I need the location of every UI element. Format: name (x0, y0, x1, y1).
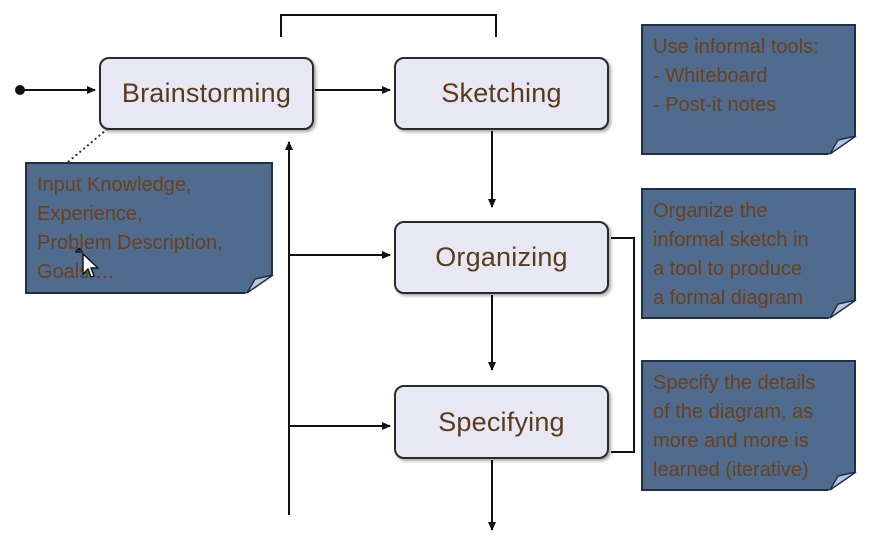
specifying-box: Specifying (394, 385, 609, 459)
specify-note: Specify the details of the diagram, as m… (641, 360, 856, 491)
note-line: of the diagram, as (653, 401, 814, 423)
note-line: learned (iterative) (653, 459, 809, 481)
note-line: Specify the details (653, 372, 816, 394)
top-bracket (280, 14, 497, 37)
move-cursor-icon (75, 247, 99, 278)
note-fold-corner (829, 135, 857, 155)
note-line: Organize the (653, 200, 768, 222)
input-knowledge-note: Input Knowledge, Experience, Problem Des… (25, 162, 273, 294)
specifying-label: Specifying (438, 406, 565, 437)
note-line: Problem Description, (37, 232, 223, 254)
note-line: more and more is (653, 430, 809, 452)
sketching-box: Sketching (394, 57, 609, 130)
note-line: Input Knowledge, (37, 174, 192, 196)
sketching-label: Sketching (441, 78, 562, 108)
informal-tools-note: Use informal tools: - Whiteboard - Post-… (641, 24, 856, 155)
note-line: informal sketch in (653, 229, 809, 251)
right-bracket (611, 237, 635, 453)
note-line: - Post-it notes (653, 94, 777, 116)
organizing-box: Organizing (394, 221, 609, 294)
organizing-label: Organizing (435, 242, 568, 272)
note-fold-corner (829, 299, 857, 319)
note-line: a tool to produce (653, 258, 802, 280)
organize-note: Organize the informal sketch in a tool t… (641, 188, 856, 319)
note-fold-corner (246, 274, 274, 294)
brainstorming-box: Brainstorming (99, 57, 314, 130)
note-line: a formal diagram (653, 287, 804, 309)
note-fold-corner (829, 471, 857, 491)
note-line: Experience, (37, 203, 143, 225)
brainstorming-label: Brainstorming (121, 78, 292, 108)
note-line: - Whiteboard (653, 65, 768, 87)
note-line: Use informal tools: (653, 36, 819, 58)
